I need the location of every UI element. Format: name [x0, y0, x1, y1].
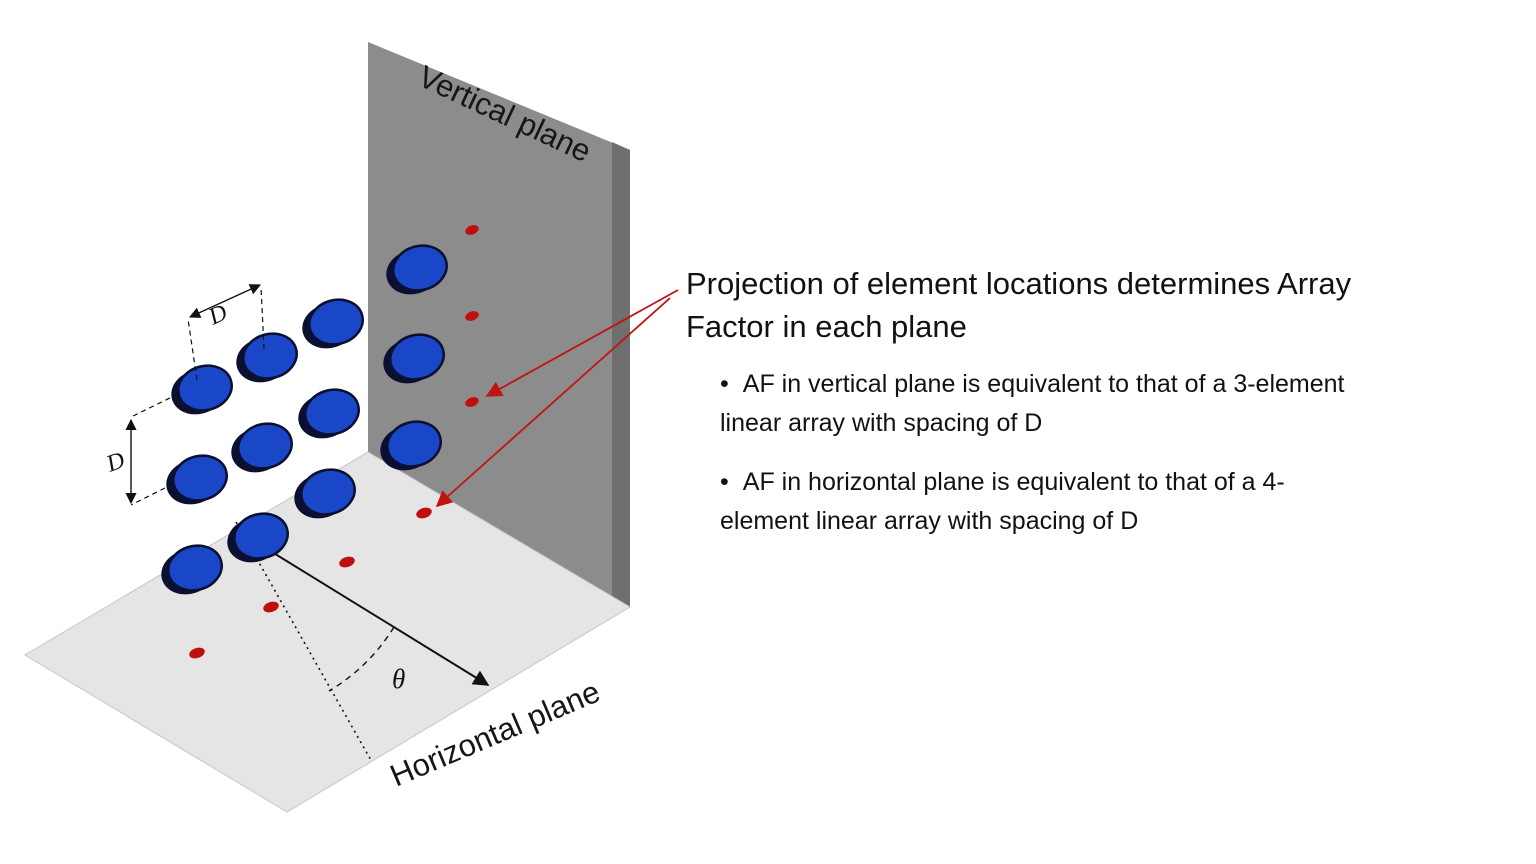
- pointer-arrow-vertical-dot: [485, 289, 679, 397]
- horizontal-projection-dot: [339, 556, 355, 568]
- bullet-text-line: element linear array with spacing of D: [720, 507, 1139, 535]
- horizontal-plane: [24, 451, 631, 813]
- pointer-arrows: [435, 289, 679, 508]
- vertical-plane-edge: [612, 142, 630, 607]
- annotation-heading-line: Projection of element locations determin…: [686, 266, 1352, 301]
- array-element: [308, 298, 364, 346]
- theta-reference-dotted-line: [235, 521, 373, 763]
- bullet-text-line: AF in vertical plane is equivalent to th…: [742, 370, 1345, 398]
- array-element: [172, 454, 228, 502]
- annotation-heading: Projection of element locations determin…: [686, 262, 1526, 348]
- bullet-icon: •: [720, 370, 729, 398]
- dimension-left-extension-bottom: [130, 483, 174, 506]
- vertical-plane: [368, 42, 630, 607]
- horizontal-projection-dot: [263, 601, 279, 613]
- array-element: [242, 332, 298, 380]
- vertical-projection-dot: [465, 225, 479, 235]
- horizontal-projection-dots: [189, 507, 432, 659]
- annotation-block: Projection of element locations determin…: [686, 262, 1526, 561]
- dimension-left-extension-top: [130, 393, 179, 418]
- dimension-top-label: D: [204, 300, 231, 331]
- horizontal-projection-dot: [416, 507, 432, 519]
- dimension-left: D: [102, 393, 179, 506]
- array-elements: [161, 244, 448, 595]
- bullet-text-line: linear array with spacing of D: [720, 409, 1043, 437]
- bullet-vertical-af: • AF in vertical plane is equivalent to t…: [720, 365, 1526, 443]
- array-element: [392, 244, 448, 292]
- array-element: [389, 333, 445, 381]
- vertical-projection-dot: [465, 397, 479, 407]
- array-element: [237, 422, 293, 470]
- array-element: [167, 544, 223, 592]
- array-element: [304, 388, 360, 436]
- bullet-horizontal-af: • AF in horizontal plane is equivalent to…: [720, 463, 1526, 541]
- vertical-projection-dot: [465, 311, 479, 321]
- dimension-top-line: [188, 284, 262, 318]
- array-element: [177, 364, 233, 412]
- theta-label: θ: [392, 664, 405, 694]
- array-element: [386, 420, 442, 468]
- dimension-left-label: D: [102, 447, 128, 478]
- array-element: [233, 512, 289, 560]
- theta-angle-arc: [328, 626, 395, 692]
- vertical-projection-dots: [465, 225, 479, 407]
- array-element: [300, 468, 356, 516]
- bullet-icon: •: [720, 468, 729, 496]
- dimension-top-extension-right: [260, 286, 265, 350]
- dimension-top-extension-left: [187, 318, 198, 381]
- bullet-text-line: AF in horizontal plane is equivalent to …: [742, 468, 1285, 496]
- horizontal-projection-dot: [189, 647, 205, 659]
- pointer-arrow-horizontal-dot: [435, 297, 671, 508]
- annotation-heading-line: Factor in each plane: [686, 309, 967, 344]
